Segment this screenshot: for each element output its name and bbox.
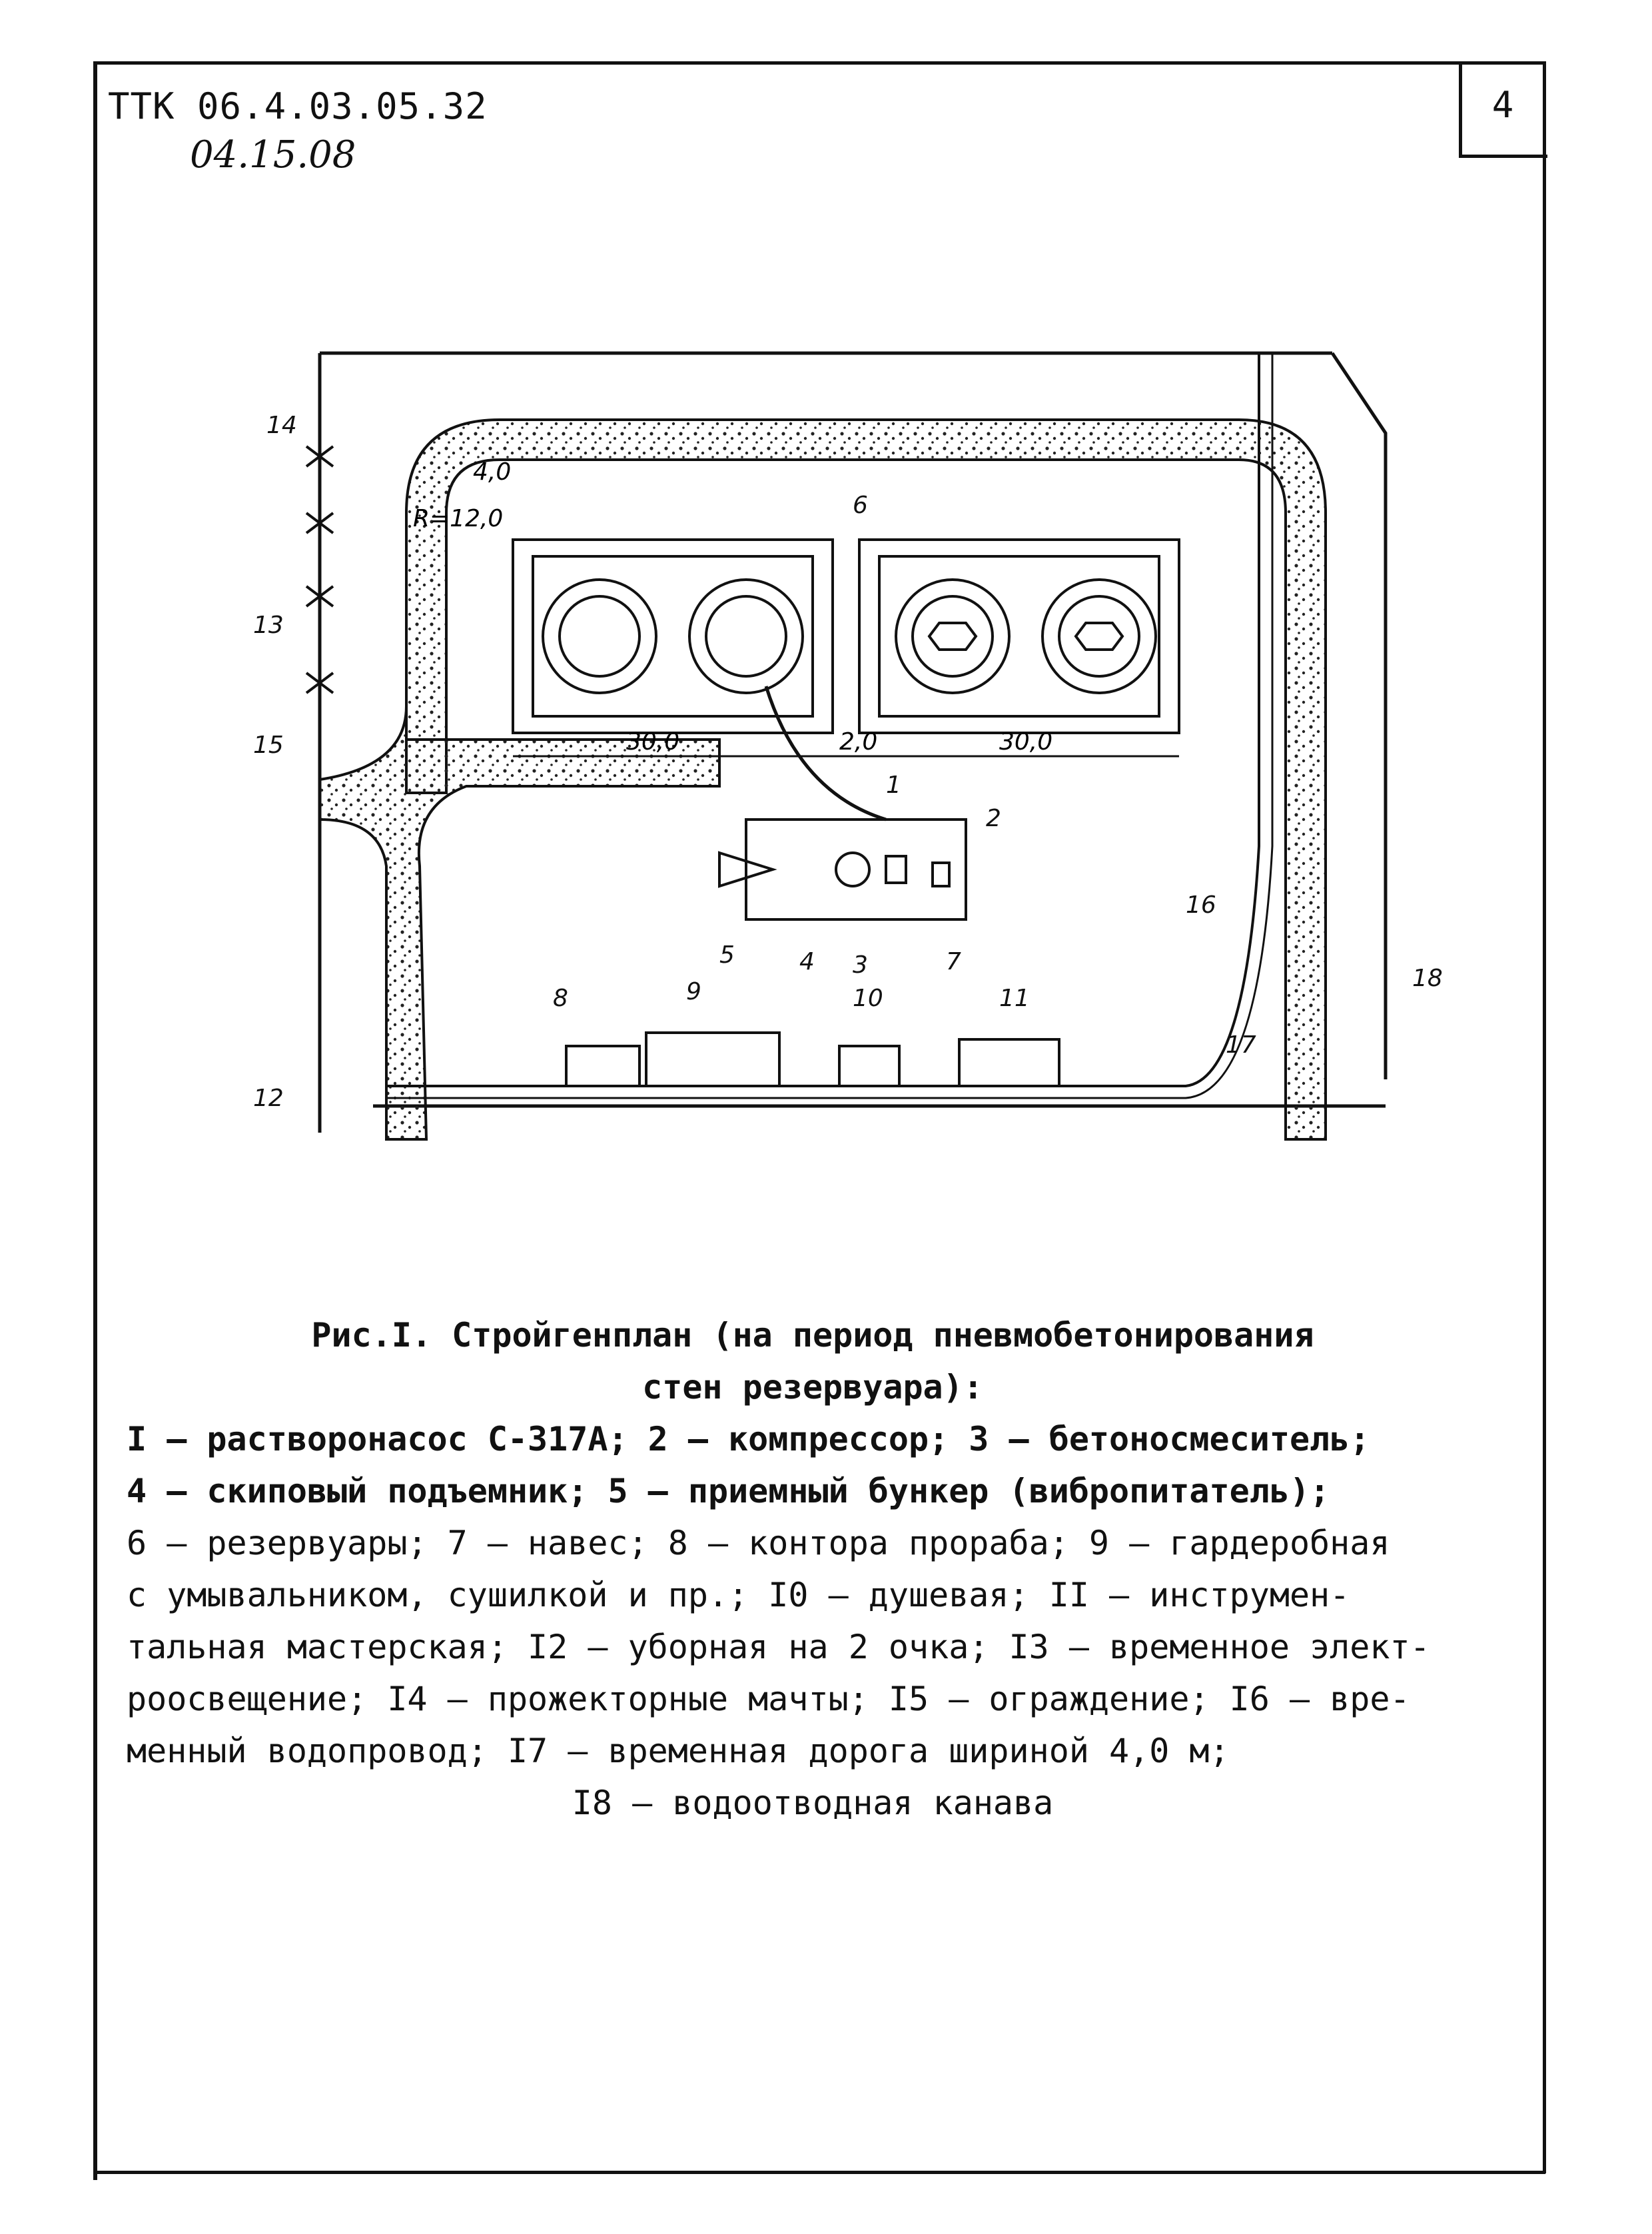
callout-1: 1 bbox=[886, 772, 901, 799]
document-code: ТТК 06.4.03.05.32 bbox=[108, 85, 488, 127]
callout-3: 3 bbox=[853, 951, 868, 979]
caption-line-1: I – растворонасос С-317А; 2 – компрессор… bbox=[127, 1420, 1370, 1458]
callouts: 1 2 3 4 5 6 7 8 9 10 11 12 13 14 15 16 1… bbox=[253, 412, 1443, 1112]
callout-17: 17 bbox=[1226, 1031, 1256, 1059]
callout-11: 11 bbox=[999, 985, 1030, 1012]
reservoir-group-right bbox=[858, 538, 1180, 734]
temporary-road-ring bbox=[405, 418, 1327, 1141]
figure-caption: Рис.I. Стройгенплан (на период пневмобет… bbox=[127, 1309, 1499, 1829]
callout-13: 13 bbox=[253, 612, 284, 639]
fence-lighting-marks bbox=[305, 445, 334, 694]
caption-line-5: тальная мастерская; I2 – уборная на 2 оч… bbox=[127, 1628, 1430, 1666]
dim-4: 4,0 bbox=[473, 458, 511, 486]
caption-line-6: роосвещение; I4 – прожекторные мачты; I5… bbox=[127, 1680, 1410, 1718]
dim-left: 30,0 bbox=[626, 728, 679, 756]
callout-16: 16 bbox=[1186, 891, 1216, 919]
caption-last-line: I8 – водоотводная канава bbox=[572, 1784, 1054, 1822]
caption-line-7: менный водопровод; I7 – временная дорога… bbox=[127, 1732, 1230, 1770]
callout-9: 9 bbox=[686, 978, 701, 1005]
callout-7: 7 bbox=[946, 948, 961, 975]
dim-gap: 2,0 bbox=[839, 728, 877, 756]
caption-title-line-1: Рис.I. Стройгенплан (на период пневмобет… bbox=[311, 1316, 1314, 1355]
dim-radius: R=12,0 bbox=[413, 505, 503, 532]
equipment-platform bbox=[718, 818, 967, 921]
callout-12: 12 bbox=[253, 1085, 284, 1112]
caption-line-4: с умывальником, сушилкой и пр.; I0 – душ… bbox=[127, 1576, 1350, 1614]
callout-18: 18 bbox=[1412, 965, 1443, 992]
caption-line-3: 6 – резервуары; 7 – навес; 8 – контора п… bbox=[127, 1524, 1390, 1562]
callout-2: 2 bbox=[986, 805, 1001, 832]
page-frame-left bbox=[93, 61, 97, 2180]
site-plan-drawing: 30,0 2,0 30,0 4,0 R=12,0 1 2 3 4 5 6 7 8… bbox=[253, 351, 1443, 1141]
site-outline bbox=[318, 351, 1388, 1133]
reservoir-group-left bbox=[512, 538, 834, 734]
callout-5: 5 bbox=[719, 941, 735, 969]
page-number-box bbox=[1459, 61, 1547, 158]
document-date: 04.15.08 bbox=[190, 133, 356, 177]
hose bbox=[764, 686, 887, 822]
callout-14: 14 bbox=[266, 412, 297, 439]
callout-10: 10 bbox=[853, 985, 883, 1012]
site-buildings bbox=[565, 1031, 1060, 1087]
page-frame-top bbox=[93, 61, 1545, 65]
callout-15: 15 bbox=[253, 732, 284, 759]
temporary-road-branch bbox=[318, 706, 721, 1141]
water-pipe-line bbox=[386, 353, 1260, 1087]
page-number: 4 bbox=[1491, 84, 1514, 126]
caption-title-line-2: стен резервуара): bbox=[642, 1368, 983, 1406]
caption-line-2: 4 – скиповый подъемник; 5 – приемный бун… bbox=[127, 1472, 1330, 1510]
page-frame-bottom bbox=[93, 2171, 1545, 2174]
callout-8: 8 bbox=[553, 985, 568, 1012]
dim-right: 30,0 bbox=[999, 728, 1052, 756]
page-frame-right bbox=[1543, 61, 1546, 2173]
callout-4: 4 bbox=[799, 948, 815, 975]
callout-6: 6 bbox=[853, 492, 868, 519]
